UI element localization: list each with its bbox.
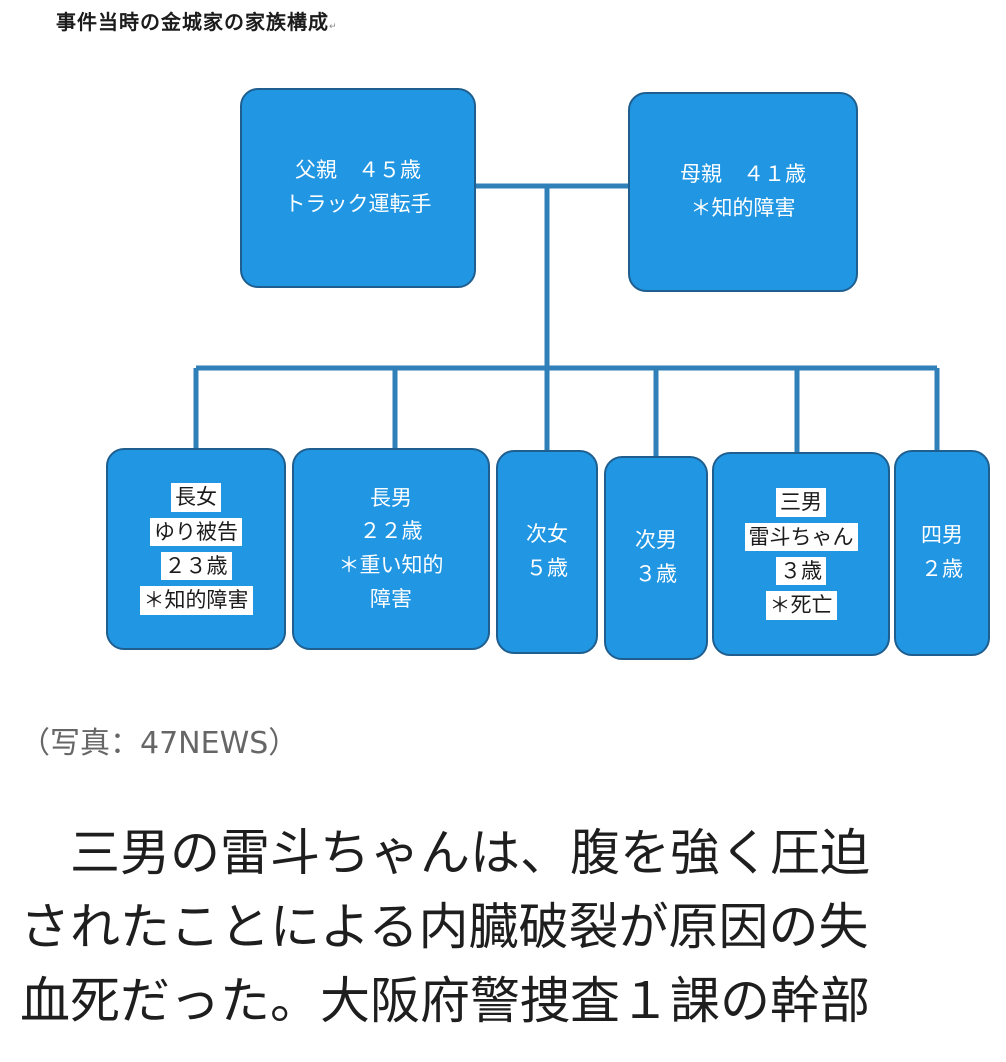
third-son-line-1: 三男 <box>776 488 826 517</box>
diagram-title-text: 事件当時の金城家の家族構成 <box>56 10 329 34</box>
mother-line-2: ＊知的障害 <box>690 196 796 220</box>
fourth-son-line-1: 四男 <box>921 523 963 548</box>
second-daughter-line-2: ５歳 <box>526 556 568 580</box>
third-son-line-3: ３歳 <box>776 557 826 586</box>
family-tree-connectors <box>193 183 940 458</box>
second-son-line-2: ３歳 <box>635 562 677 586</box>
fourth-son-box: 四男 ２歳 <box>894 450 990 656</box>
second-son-line-1: 次男 <box>635 528 677 553</box>
mother-line-1: 母親 ４１歳 <box>680 162 806 187</box>
return-mark: ↵ <box>329 22 338 32</box>
fourth-son-line-2: ２歳 <box>921 557 963 581</box>
second-daughter-box: 次女 ５歳 <box>496 450 598 654</box>
eldest-daughter-box: 長女 ゆり被告 ２３歳 ＊知的障害 <box>106 448 286 650</box>
third-son-box: 三男 雷斗ちゃん ３歳 ＊死亡 <box>712 452 890 656</box>
father-line-1: 父親 ４５歳 <box>295 158 421 183</box>
eldest-son-line-2: ２２歳 <box>359 519 423 544</box>
eldest-daughter-line-2: ゆり被告 <box>150 517 242 546</box>
eldest-son-line-4: 障害 <box>370 586 412 611</box>
eldest-son-line-3: ＊重い知的 <box>338 553 444 577</box>
article-line-3: 血死だった。大阪府警捜査１課の幹部 <box>20 972 870 1030</box>
second-son-box: 次男 ３歳 <box>604 456 708 660</box>
eldest-daughter-line-3: ２３歳 <box>160 552 232 581</box>
eldest-son-box: 長男 ２２歳 ＊重い知的 障害 <box>292 448 490 650</box>
article-line-1: 三男の雷斗ちゃんは、腹を強く圧迫 <box>70 824 870 882</box>
eldest-son-line-1: 長男 <box>370 485 412 510</box>
mother-box: 母親 ４１歳 ＊知的障害 <box>628 92 858 292</box>
article-body: 三男の雷斗ちゃんは、腹を強く圧迫 されたことによる内臓破裂が原因の失 血死だった… <box>20 816 990 1038</box>
photo-credit: （写真：47NEWS） <box>20 726 299 761</box>
eldest-daughter-line-1: 長女 <box>171 483 221 512</box>
father-line-2: トラック運転手 <box>284 192 432 216</box>
third-son-line-4: ＊死亡 <box>765 591 837 620</box>
second-daughter-line-1: 次女 <box>526 522 568 547</box>
third-son-line-2: 雷斗ちゃん <box>744 522 858 551</box>
father-box: 父親 ４５歳 トラック運転手 <box>240 88 476 288</box>
article-line-2: されたことによる内臓破裂が原因の失 <box>20 898 869 956</box>
diagram-title: 事件当時の金城家の家族構成↵ <box>56 6 338 35</box>
eldest-daughter-line-4: ＊知的障害 <box>139 586 253 615</box>
